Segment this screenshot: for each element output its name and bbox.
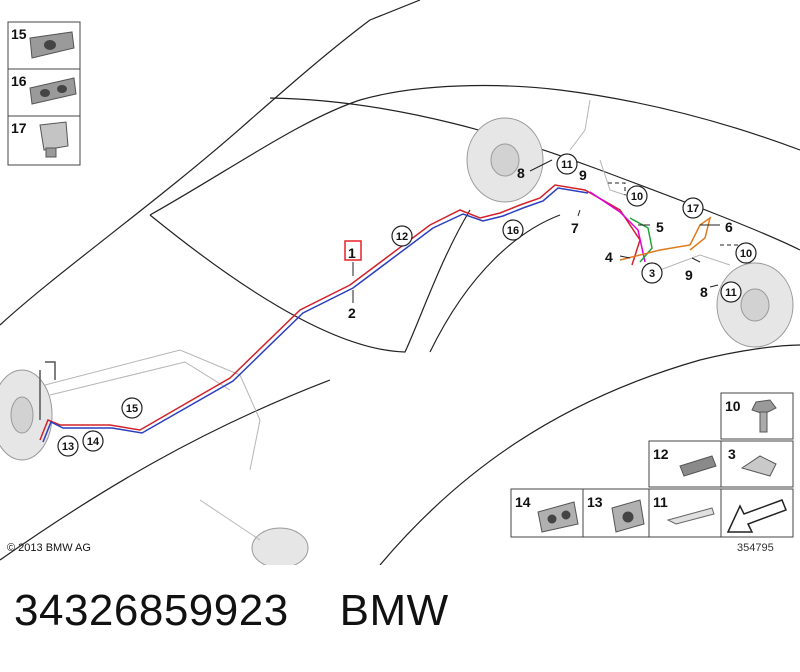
part-11: 11 xyxy=(653,494,715,525)
callout-10-rear: 10 xyxy=(735,242,757,264)
part-13: 13 xyxy=(587,494,645,533)
callout-6: 6 xyxy=(725,219,733,235)
callout-8-rear: 8 xyxy=(700,284,708,300)
callout-8-front: 8 xyxy=(517,165,525,181)
svg-text:15: 15 xyxy=(11,26,27,42)
thumbnails-left: 15 16 17 xyxy=(7,21,81,166)
callouts-plain: 1 2 4 5 6 7 8 8 9 9 xyxy=(348,165,733,321)
image-id: 354795 xyxy=(737,542,774,554)
caption-brand: BMW xyxy=(339,586,449,635)
callout-11-front: 11 xyxy=(556,153,578,175)
thumb-17: 17 xyxy=(11,120,69,158)
svg-text:10: 10 xyxy=(740,248,752,260)
callout-17: 17 xyxy=(682,197,704,219)
callout-9-front: 9 xyxy=(579,167,587,183)
bracket-clip-icon xyxy=(740,455,777,477)
thumb-15: 15 xyxy=(11,26,75,59)
thumb-16: 16 xyxy=(11,73,77,105)
svg-text:16: 16 xyxy=(11,73,27,89)
callout-4: 4 xyxy=(605,249,613,265)
svg-text:12: 12 xyxy=(396,231,408,243)
callout-10-front: 10 xyxy=(626,185,648,207)
svg-text:3: 3 xyxy=(649,268,655,280)
callout-15: 15 xyxy=(121,397,143,419)
double-holder-icon xyxy=(537,501,579,533)
svg-text:11: 11 xyxy=(561,159,573,171)
svg-text:12: 12 xyxy=(653,446,669,462)
caption: 34326859923 BMW xyxy=(14,586,449,636)
callout-11-rear: 11 xyxy=(720,281,742,303)
brake-line-diagram: 1 2 4 5 6 7 8 8 9 9 12 16 15 13 14 11 10… xyxy=(0,0,800,565)
svg-text:3: 3 xyxy=(728,446,736,462)
callout-1: 1 xyxy=(348,245,356,261)
callout-16: 16 xyxy=(502,219,524,241)
svg-text:17: 17 xyxy=(687,203,699,215)
part-arrow xyxy=(726,499,787,533)
part-10: 10 xyxy=(725,398,777,433)
chassis-sketch xyxy=(44,99,731,541)
car-outline xyxy=(0,0,800,565)
highlight-box-part-1 xyxy=(344,240,362,261)
spring-clip-icon xyxy=(666,507,715,525)
brake-line-holder-double-icon xyxy=(29,77,77,105)
copyright: © 2013 BMW AG xyxy=(7,542,91,554)
callout-13: 13 xyxy=(57,435,79,457)
part-14: 14 xyxy=(515,494,579,533)
caption-gap xyxy=(289,586,340,635)
svg-text:16: 16 xyxy=(507,225,519,237)
callout-14: 14 xyxy=(82,430,104,452)
svg-text:14: 14 xyxy=(515,494,531,510)
callouts-circled: 12 16 15 13 14 11 10 17 3 10 11 xyxy=(57,153,757,457)
caption-part-number: 34326859923 xyxy=(14,586,289,635)
parts-table: 10 12 3 14 13 xyxy=(510,392,794,538)
svg-text:11: 11 xyxy=(653,494,668,510)
brake-line-holder-icon xyxy=(29,31,75,59)
svg-text:10: 10 xyxy=(725,398,741,414)
svg-text:13: 13 xyxy=(587,494,603,510)
svg-text:15: 15 xyxy=(126,403,138,415)
arrow-icon xyxy=(726,499,787,533)
svg-text:11: 11 xyxy=(725,287,737,299)
callout-5: 5 xyxy=(656,219,664,235)
svg-text:13: 13 xyxy=(62,441,74,453)
hex-bolt-icon xyxy=(751,399,777,433)
callout-9-rear: 9 xyxy=(685,267,693,283)
brake-lines xyxy=(39,184,712,443)
holder-icon xyxy=(611,499,645,533)
svg-text:10: 10 xyxy=(631,191,643,203)
svg-text:14: 14 xyxy=(87,436,100,448)
part-3: 3 xyxy=(728,446,777,477)
callout-2: 2 xyxy=(348,305,356,321)
callout-12: 12 xyxy=(391,225,413,247)
line-clip-icon xyxy=(679,455,717,477)
part-12: 12 xyxy=(653,446,717,477)
clip-nut-icon xyxy=(39,121,69,158)
callout-3: 3 xyxy=(641,262,663,284)
svg-text:17: 17 xyxy=(11,120,27,136)
callout-7: 7 xyxy=(571,220,579,236)
